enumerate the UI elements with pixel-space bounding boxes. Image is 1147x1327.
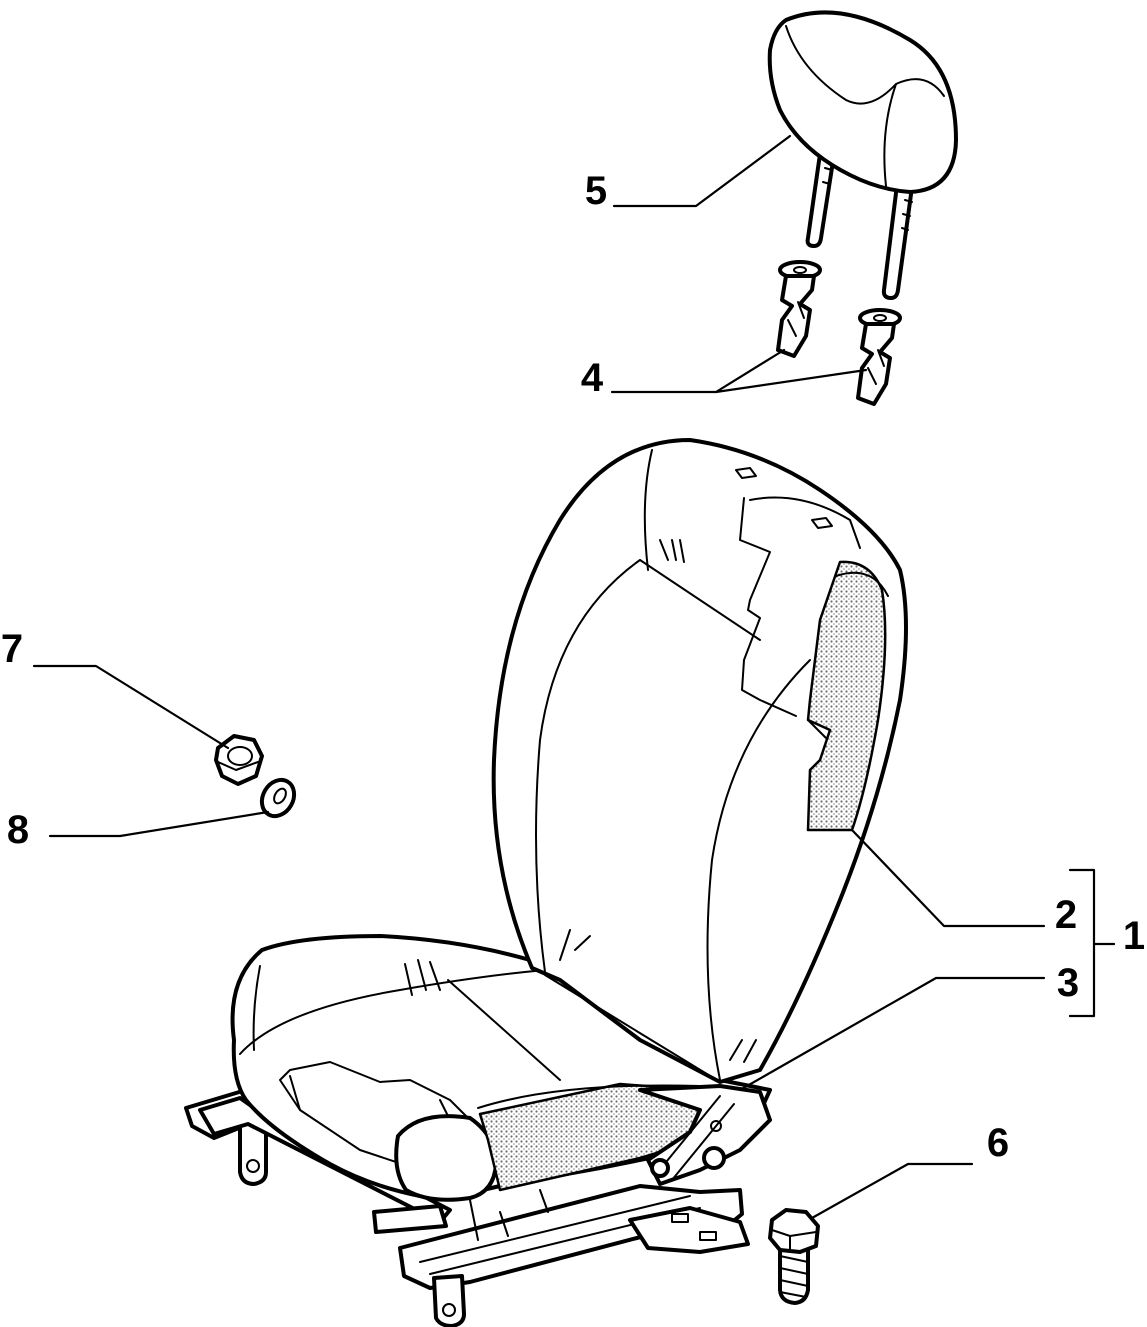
callout-5: 5 — [585, 169, 607, 213]
leader-8 — [48, 810, 270, 838]
callout-4: 4 — [581, 356, 604, 400]
headrest-rod-left — [805, 138, 838, 248]
leader-4 — [610, 348, 868, 394]
callout-1: 1 — [1123, 914, 1145, 958]
washer — [259, 777, 297, 819]
headrest-rod-right — [881, 183, 914, 300]
callout-8: 8 — [7, 808, 29, 852]
callout-2: 2 — [1055, 893, 1077, 937]
callout-7: 7 — [1, 627, 23, 671]
recliner-mechanism — [638, 1084, 772, 1186]
headrest-cushion — [767, 10, 958, 194]
headrest-guide-left — [776, 260, 822, 358]
callout-6: 6 — [987, 1121, 1009, 1165]
headrest — [767, 10, 958, 300]
backrest — [491, 438, 908, 1084]
seat-cushion — [230, 934, 772, 1202]
leader-2 — [850, 828, 1046, 928]
leader-3 — [738, 976, 1046, 1092]
bracket-1 — [1068, 868, 1116, 1018]
seat-assembly — [184, 438, 908, 1327]
leader-6 — [810, 1162, 974, 1220]
callout-3: 3 — [1057, 961, 1079, 1005]
leader-lines — [32, 134, 1116, 1220]
callout-labels: 5 4 7 8 2 3 1 6 — [1, 169, 1145, 1165]
bolt — [768, 1208, 820, 1305]
headrest-guide-right — [856, 308, 902, 406]
leader-7 — [32, 664, 230, 750]
leader-5 — [612, 134, 792, 208]
nut — [214, 734, 264, 786]
